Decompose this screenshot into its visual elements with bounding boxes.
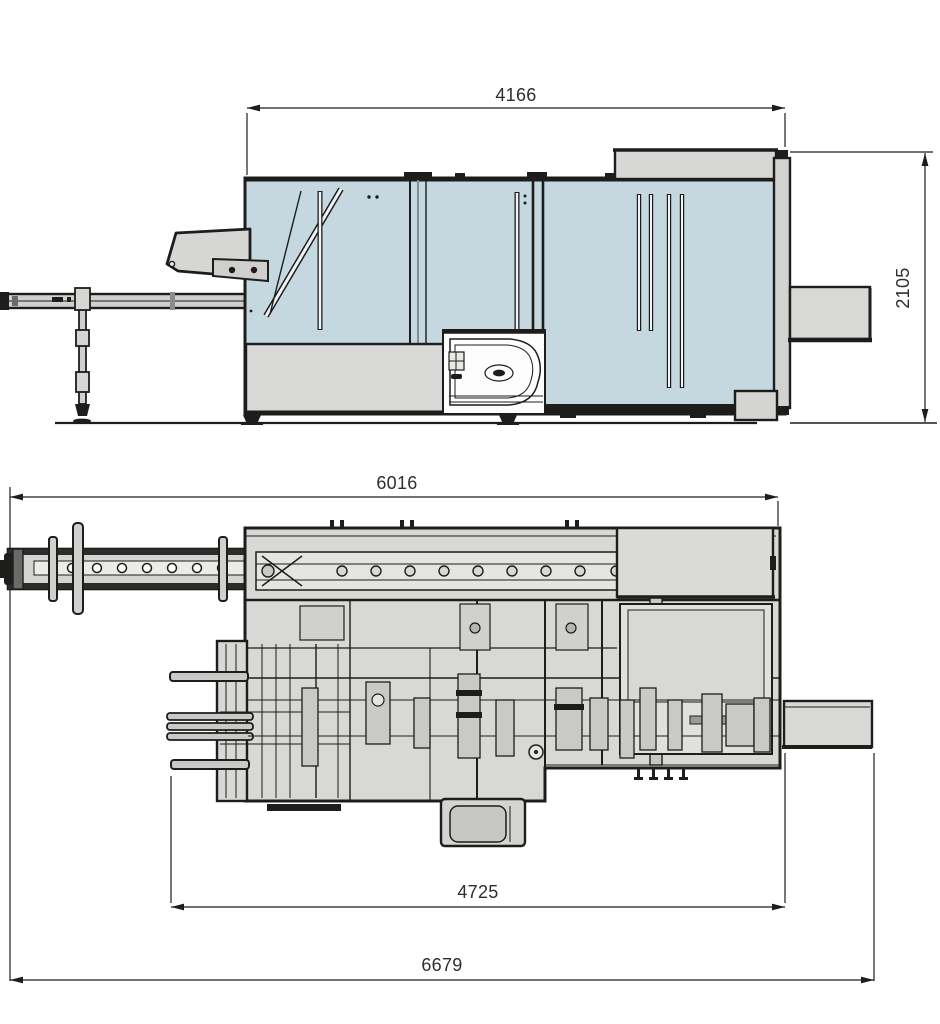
outfeed-conveyor-side xyxy=(788,285,872,343)
right-end-plate xyxy=(772,150,792,415)
carton-magazine-side xyxy=(165,227,269,283)
dim-label-4725: 4725 xyxy=(457,882,498,902)
dimension-4166: 4166 xyxy=(246,85,786,175)
dim-label-6016: 6016 xyxy=(376,473,417,493)
top-plan-view: 6016 xyxy=(0,473,875,984)
side-elevation-view: 4166 2105 xyxy=(0,85,937,425)
dimension-2105: 2105 xyxy=(790,151,937,424)
electrical-cabinet-plan xyxy=(615,526,776,599)
dim-label-6679: 6679 xyxy=(421,955,462,975)
infeed-conveyor-side xyxy=(0,292,250,310)
infeed-conveyor-plan xyxy=(0,522,250,615)
dimension-4725: 4725 xyxy=(170,753,786,911)
outfeed-conveyor-plan xyxy=(782,699,874,749)
machine-feet-side xyxy=(241,389,779,425)
dim-label-2105: 2105 xyxy=(893,267,913,308)
electrical-cabinet-side xyxy=(613,148,778,181)
dimension-6016: 6016 xyxy=(10,473,779,526)
forming-unit-cutout xyxy=(442,329,546,415)
dim-label-4166: 4166 xyxy=(495,85,536,105)
conveyor-leg xyxy=(73,287,91,424)
vacuum-pump-plan xyxy=(439,797,527,848)
guard-panel-strips xyxy=(249,187,685,388)
carton-magazine-plan xyxy=(166,639,350,811)
dimension-6679: 6679 xyxy=(10,753,875,984)
mechanism-details-plan xyxy=(248,603,780,780)
